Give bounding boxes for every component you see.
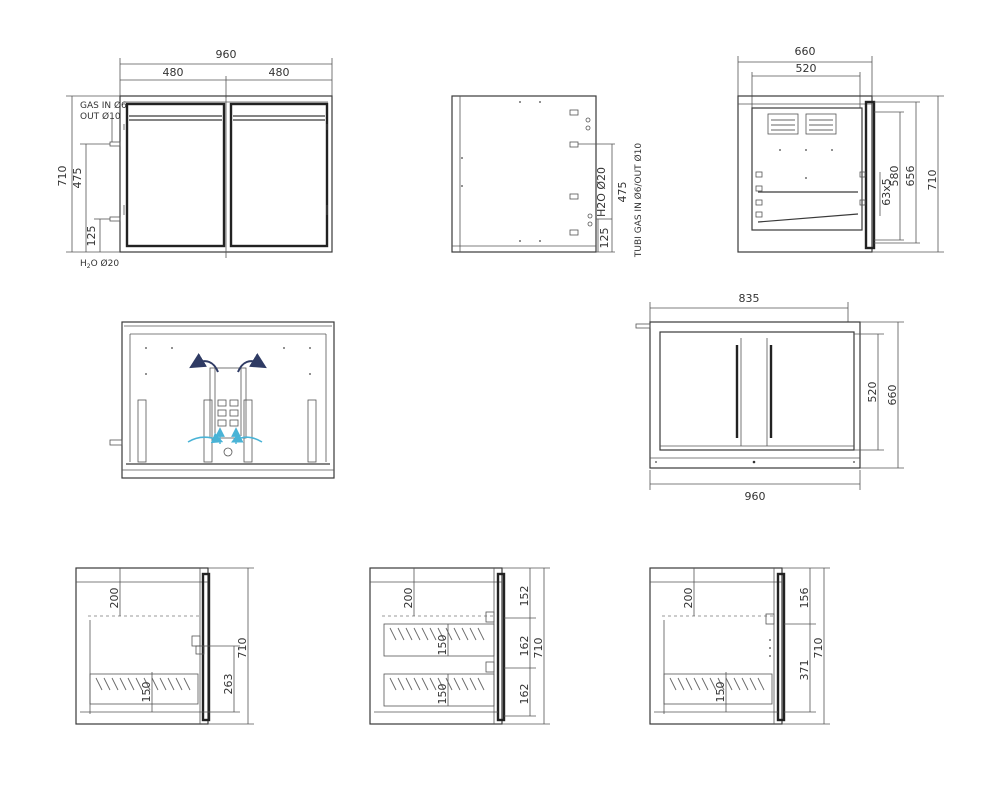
section2-height-total: 710 bbox=[532, 638, 545, 659]
water-label: H2O Ø20 bbox=[80, 258, 119, 270]
top-view: 835 960 520 660 bbox=[635, 292, 904, 503]
back-height-water: 125 bbox=[598, 228, 611, 249]
top-depth-520: 520 bbox=[866, 382, 879, 403]
side-height-580: 580 bbox=[888, 166, 901, 187]
section3-top-dim: 200 bbox=[682, 588, 695, 609]
side-height-656: 656 bbox=[904, 166, 917, 187]
airflow-in-left-arrow-icon bbox=[187, 432, 224, 444]
section2-right-dim-3: 162 bbox=[518, 684, 531, 705]
section2-right-dim-2: 162 bbox=[518, 636, 531, 657]
side-view: 660 520 bbox=[737, 45, 944, 253]
gas-out-label: OUT Ø10 bbox=[80, 111, 121, 122]
front-height-total: 710 bbox=[56, 166, 69, 187]
section3-inner-dim: 150 bbox=[714, 682, 727, 703]
section2-top-dim: 200 bbox=[402, 588, 415, 609]
back-h2o-label: H2O Ø20 bbox=[595, 167, 608, 217]
section-view-3: 200 150 156 371 710 bbox=[649, 567, 830, 725]
back-view: H2O Ø20 475 125 TUBI GAS IN Ø6/OUT Ø10 bbox=[451, 95, 644, 258]
section1-top-dim: 200 bbox=[108, 588, 121, 609]
back-height-gas: 475 bbox=[616, 182, 629, 203]
section2-inner-dim-1: 150 bbox=[436, 635, 449, 656]
top-width-835: 835 bbox=[739, 292, 760, 305]
front-height-gas: 475 bbox=[71, 168, 84, 189]
side-slot-label: 63x5 bbox=[880, 178, 893, 206]
front-height-water: 125 bbox=[85, 226, 98, 247]
section3-right-dim-2: 371 bbox=[798, 660, 811, 681]
section3-right-dim-1: 156 bbox=[798, 588, 811, 609]
airflow-in-right-arrow-icon bbox=[230, 432, 263, 443]
top-depth-660: 660 bbox=[886, 385, 899, 406]
section2-inner-dim-2: 150 bbox=[436, 684, 449, 705]
section1-inner-dim: 150 bbox=[140, 682, 153, 703]
section1-right-dim: 263 bbox=[222, 674, 235, 695]
side-depth-total: 660 bbox=[795, 45, 816, 58]
airflow-out-right-arrow-icon bbox=[237, 353, 267, 373]
front-width-left: 480 bbox=[163, 66, 184, 79]
top-width-960: 960 bbox=[745, 490, 766, 503]
gas-in-label: GAS IN Ø6 bbox=[80, 100, 127, 111]
front-width-right: 480 bbox=[269, 66, 290, 79]
front-width-total: 960 bbox=[216, 48, 237, 61]
section-view-1: 200 150 263 710 bbox=[75, 567, 254, 725]
airflow-out-left-arrow-icon bbox=[189, 353, 219, 373]
front-view: 960 480 480 710 475 125 GAS IN Ø6 OUT Ø bbox=[56, 48, 333, 270]
section1-height-total: 710 bbox=[236, 638, 249, 659]
section-view-2: 200 150 150 152 162 162 710 bbox=[369, 567, 550, 725]
tubi-gas-label: TUBI GAS IN Ø6/OUT Ø10 bbox=[633, 143, 644, 258]
side-height-total: 710 bbox=[926, 170, 939, 191]
section2-right-dim-1: 152 bbox=[518, 586, 531, 607]
section3-height-total: 710 bbox=[812, 638, 825, 659]
airflow-view bbox=[109, 321, 335, 479]
side-depth-inner: 520 bbox=[796, 62, 817, 75]
